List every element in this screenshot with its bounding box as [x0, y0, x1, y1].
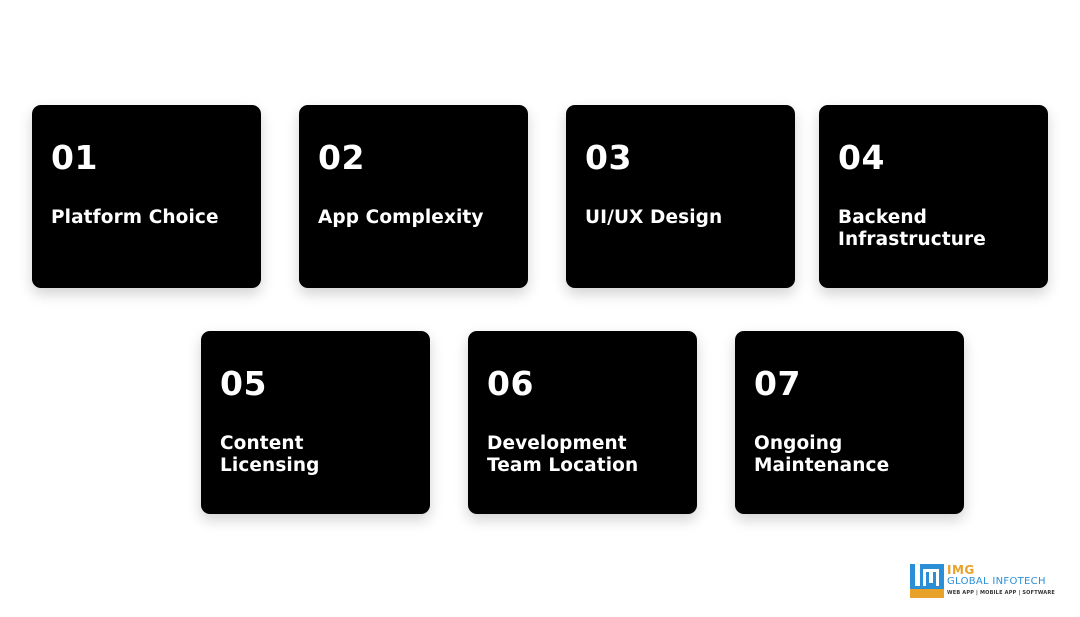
card-number: 01: [51, 138, 98, 177]
card-title: Ongoing Maintenance: [754, 433, 890, 476]
card-title: Content Licensing: [220, 433, 320, 476]
logo-tagline: WEB APP | MOBILE APP | SOFTWARE: [947, 590, 1056, 596]
card-title: UI/UX Design: [585, 207, 723, 228]
company-logo: IMG GLOBAL INFOTECH WEB APP | MOBILE APP…: [910, 563, 1055, 602]
card-number: 05: [220, 364, 267, 403]
logo-brand: IMG: [947, 563, 975, 577]
factor-card-02: 02 App Complexity: [299, 105, 528, 288]
card-title: Development Team Location: [487, 433, 639, 476]
logo-name: GLOBAL INFOTECH: [947, 576, 1046, 587]
factor-card-03: 03 UI/UX Design: [566, 105, 795, 288]
card-number: 02: [318, 138, 365, 177]
card-number: 03: [585, 138, 632, 177]
factor-card-01: 01 Platform Choice: [32, 105, 261, 288]
factor-card-04: 04 Backend Infrastructure: [819, 105, 1048, 288]
card-title: Platform Choice: [51, 207, 219, 228]
logo-mark-icon: [910, 564, 944, 598]
factor-card-05: 05 Content Licensing: [201, 331, 430, 514]
card-title: Backend Infrastructure: [838, 207, 986, 250]
factor-card-07: 07 Ongoing Maintenance: [735, 331, 964, 514]
card-number: 07: [754, 364, 801, 403]
card-title: App Complexity: [318, 207, 484, 228]
card-number: 04: [838, 138, 885, 177]
factor-card-06: 06 Development Team Location: [468, 331, 697, 514]
card-number: 06: [487, 364, 534, 403]
